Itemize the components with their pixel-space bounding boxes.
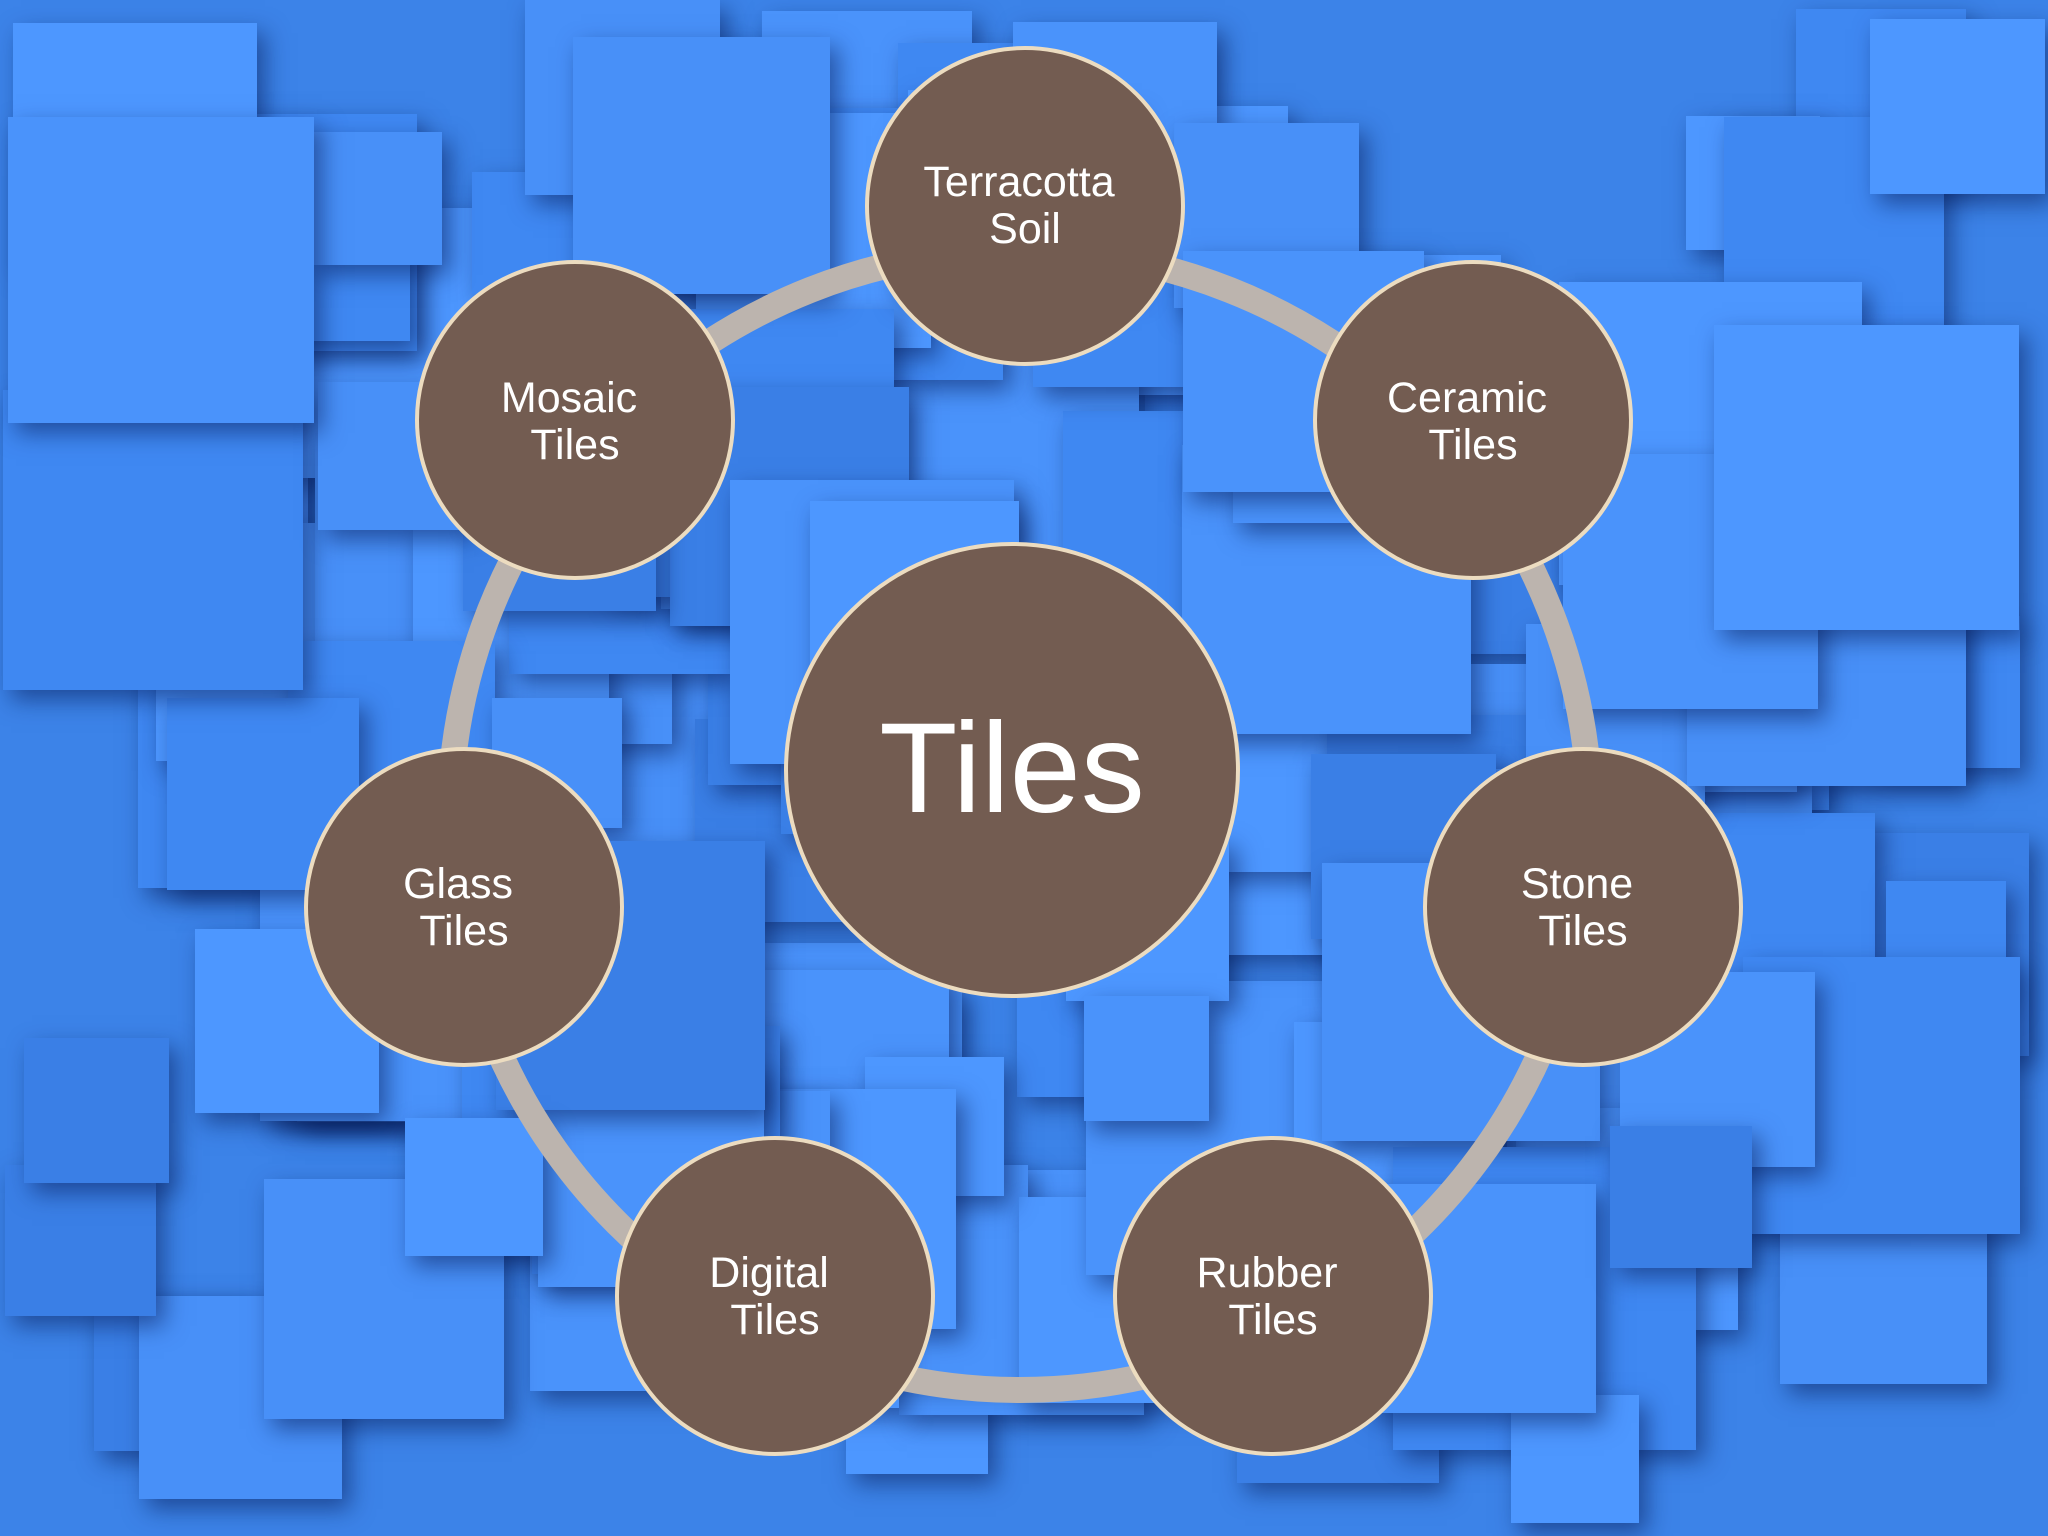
node-label-line: Rubber [1197,1249,1338,1297]
node-label-line: Tiles [530,421,619,469]
background-tile [309,132,442,265]
node-circle [1423,747,1743,1067]
node-label-line: Tiles [1228,1296,1317,1344]
node-label-line: Terracotta [923,158,1114,206]
background-tile [405,1118,543,1256]
node-label-line: Tiles [1428,421,1517,469]
background-tile [8,117,314,423]
node-circle [615,1136,935,1456]
node-glass-tiles: Glass Tiles [304,747,624,1067]
node-label-line: Stone [1521,860,1633,908]
node-label-line: Tiles [730,1296,819,1344]
background-tile [24,1038,169,1183]
node-circle [1113,1136,1433,1456]
node-rubber-tiles: Rubber Tiles [1113,1136,1433,1456]
background-tile [3,390,303,690]
node-circle [304,747,624,1067]
node-label-line: Digital [709,1249,829,1297]
center-node-tiles: Tiles [784,542,1240,998]
center-circle [784,542,1240,998]
node-terracotta-soil: Terracotta Soil [865,46,1185,366]
node-label: Glass Tiles [403,860,525,955]
background-tile [5,1165,156,1316]
node-label-line: Tiles [1538,907,1627,955]
background-tile [1084,996,1209,1121]
node-label-line: Glass [403,860,513,908]
node-label: Digital Tiles [709,1249,840,1344]
node-circle [865,46,1185,366]
node-digital-tiles: Digital Tiles [615,1136,935,1456]
node-circle [1313,260,1633,580]
node-circle [415,260,735,580]
node-ceramic-tiles: Ceramic Tiles [1313,260,1633,580]
node-stone-tiles: Stone Tiles [1423,747,1743,1067]
center-label: Tiles [879,697,1145,840]
background-tile [1610,1126,1752,1268]
background-tile [1511,1395,1639,1523]
node-label: Stone Tiles [1521,860,1645,955]
node-label-line: Tiles [419,907,508,955]
background-tile [573,37,830,294]
node-label-line: Ceramic [1387,374,1547,422]
node-label-line: Mosaic [501,374,637,422]
node-label: Terracotta Soil [923,158,1126,253]
node-label-line: Soil [989,205,1061,253]
node-mosaic-tiles: Mosaic Tiles [415,260,735,580]
node-label: Rubber Tiles [1197,1249,1350,1344]
node-label: Ceramic Tiles [1387,374,1559,469]
node-label: Mosaic Tiles [501,374,649,469]
background-tile [1714,325,2019,630]
background-tile [1870,19,2045,194]
